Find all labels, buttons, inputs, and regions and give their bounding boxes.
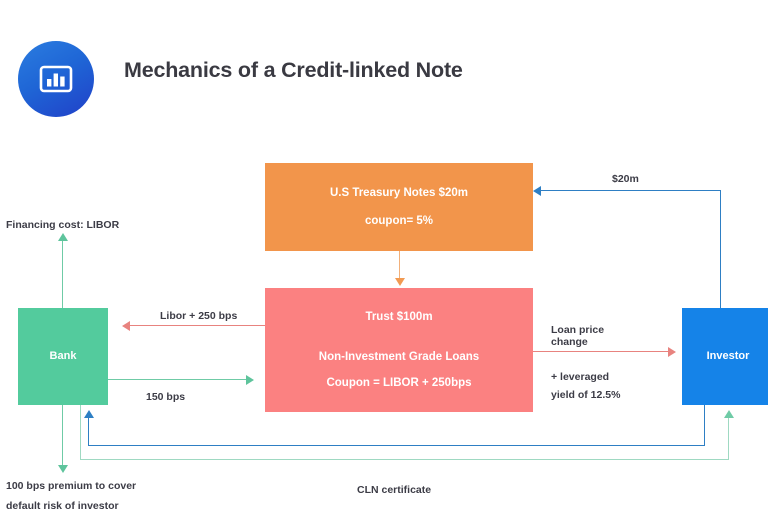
edge-100bps-line [62, 405, 63, 467]
edge-premium-arrowhead [83, 410, 94, 418]
label-libor-250bps: Libor + 250 bps [160, 310, 238, 322]
edge-150bps-arrowhead [246, 374, 254, 385]
label-leveraged-yield-1: + leveraged [551, 371, 610, 383]
edge-premium-right-vertical [704, 405, 705, 445]
page-title: Mechanics of a Credit-linked Note [124, 58, 463, 82]
edge-cln-right-vertical [728, 418, 729, 460]
node-bank[interactable]: Bank [18, 308, 108, 405]
node-bank-title: Bank [49, 349, 77, 362]
label-cln-certificate: CLN certificate [357, 484, 432, 496]
edge-20m-arrowhead [533, 185, 541, 196]
edge-100bps-arrowhead [57, 465, 68, 473]
label-150bps: 150 bps [146, 391, 186, 403]
node-investor-title: Investor [706, 349, 750, 362]
edge-financing-cost-line [62, 240, 63, 308]
node-trust-title: Trust $100m [365, 310, 433, 323]
edge-treasury-to-trust-arrowhead [394, 278, 405, 286]
edge-cln-left-vertical [80, 405, 81, 459]
label-leveraged-yield-2: yield of 12.5% [551, 389, 621, 401]
edge-premium-left-vertical [88, 418, 89, 446]
label-20m: $20m [612, 173, 639, 185]
edge-premium-horizontal [88, 445, 705, 446]
edge-20m-horizontal [541, 190, 721, 191]
bar-chart-icon [18, 41, 94, 117]
node-trust-detail-2: Coupon = LIBOR + 250bps [326, 376, 472, 389]
edge-treasury-to-trust-line [399, 251, 400, 280]
edge-financing-cost-arrowhead [57, 233, 68, 241]
label-premium-1: 100 bps premium to cover [6, 480, 137, 492]
label-loan-price-change-2: change [551, 336, 588, 348]
label-premium-2: default risk of investor [6, 500, 119, 512]
node-treasury-notes[interactable]: U.S Treasury Notes $20m coupon= 5% [265, 163, 533, 251]
node-investor[interactable]: Investor [682, 308, 768, 405]
edge-libor250-line [130, 325, 265, 326]
label-financing-cost: Financing cost: LIBOR [6, 219, 120, 231]
edge-cln-horizontal [80, 459, 729, 460]
edge-loan-price-change-line [533, 351, 670, 352]
node-trust[interactable]: Trust $100m Non-Investment Grade Loans C… [265, 288, 533, 412]
edge-150bps-line [108, 379, 248, 380]
label-loan-price-change-1: Loan price [551, 324, 605, 336]
node-treasury-detail: coupon= 5% [364, 214, 434, 227]
node-trust-detail-1: Non-Investment Grade Loans [318, 351, 480, 364]
edge-cln-arrowhead [723, 410, 734, 418]
node-treasury-title: U.S Treasury Notes $20m [329, 187, 469, 200]
edge-libor250-arrowhead [122, 320, 130, 331]
edge-loan-price-change-arrowhead [668, 346, 676, 357]
edge-20m-vertical [720, 190, 721, 308]
